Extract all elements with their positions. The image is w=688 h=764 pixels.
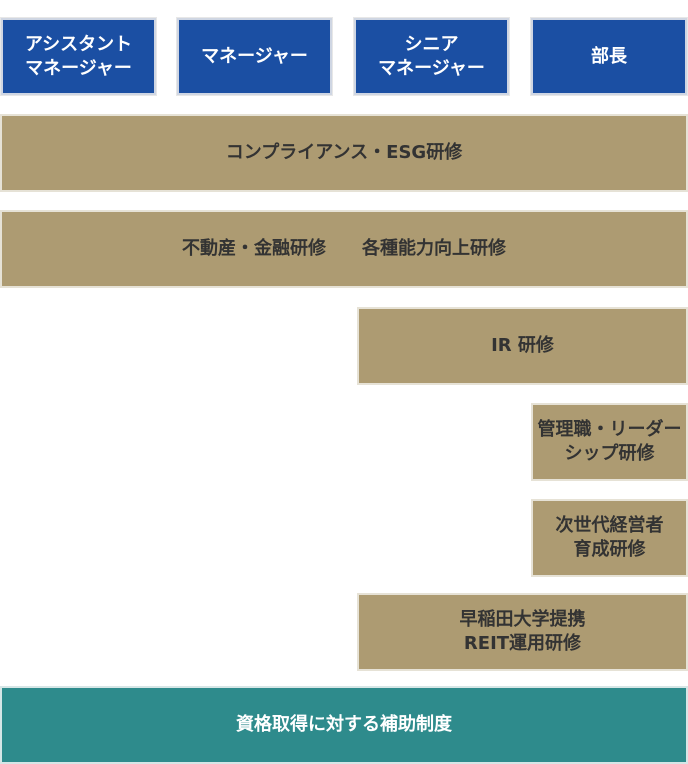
training-waseda-reit: 早稲田大学提携 REIT運用研修: [357, 593, 688, 671]
support-qualification-subsidy: 資格取得に対する補助制度: [0, 686, 688, 764]
training-leadership: 管理職・リーダー シップ研修: [531, 403, 688, 481]
training-ir: IR 研修: [357, 307, 688, 385]
role-header-manager: マネージャー: [177, 18, 332, 95]
training-real-estate-finance: 不動産・金融研修 各種能力向上研修: [0, 210, 688, 288]
role-header-assistant-manager: アシスタント マネージャー: [1, 18, 156, 95]
training-next-generation: 次世代経営者 育成研修: [531, 499, 688, 577]
role-header-senior-manager: シニア マネージャー: [354, 18, 509, 95]
role-header-general-manager: 部長: [531, 18, 687, 95]
training-compliance-esg: コンプライアンス・ESG研修: [0, 114, 688, 192]
